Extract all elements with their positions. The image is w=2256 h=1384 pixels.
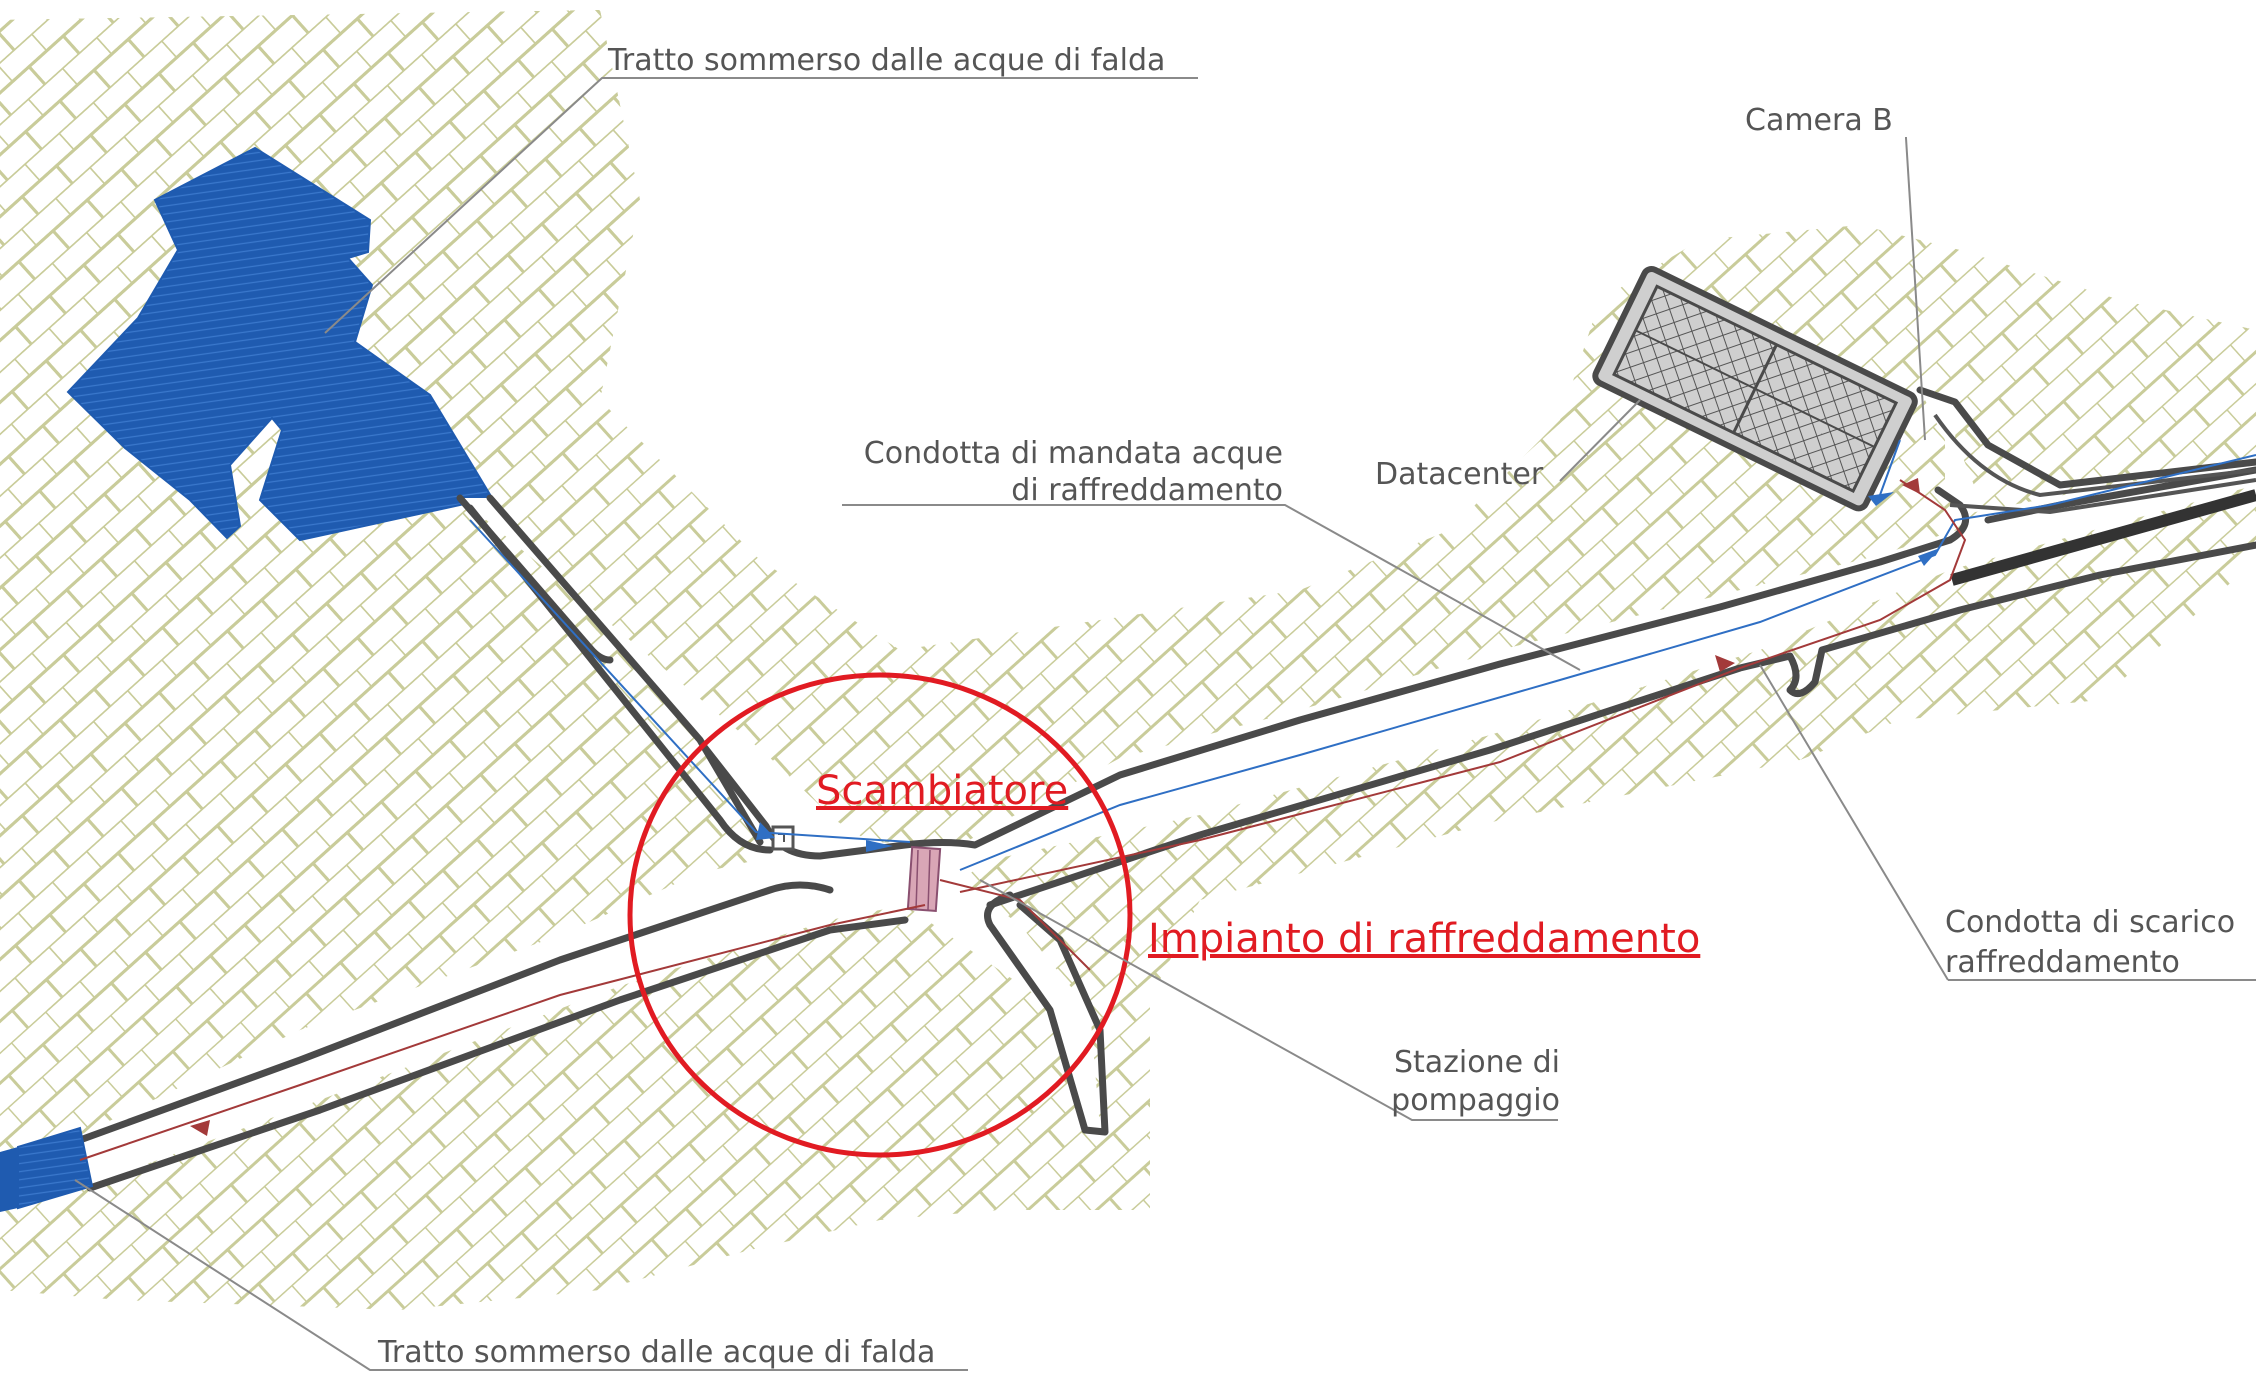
tunnel-walls (76, 386, 2256, 1192)
supply-arrow-2 (866, 840, 893, 852)
datacenter-building (1592, 266, 1918, 512)
flooded-area-top (66, 146, 494, 542)
supply-pipe (469, 439, 2256, 871)
supply-arrow-3 (1918, 548, 1940, 566)
return-arrow-1 (1715, 655, 1735, 672)
label-scambiatore: Scambiatore (816, 768, 1068, 814)
highlight-circle (627, 672, 1133, 1158)
label-supply-pipe-1: Condotta di mandata acque (864, 436, 1283, 471)
label-submerged-top: Tratto sommerso dalle acque di falda (607, 43, 1165, 78)
tunnel-network (80, 390, 2256, 1185)
discharge-pipe (79, 479, 1967, 1161)
leader-lines (74, 77, 2256, 1371)
label-pump-station-2: pompaggio (1391, 1083, 1560, 1118)
supply-arrow-4 (1868, 492, 1894, 506)
label-camera-b: Camera B (1745, 103, 1893, 138)
label-pump-station-1: Stazione di (1394, 1045, 1560, 1080)
label-discharge-pipe-2: raffreddamento (1945, 945, 2180, 980)
return-arrow-2 (190, 1120, 210, 1136)
label-supply-pipe-2: di raffreddamento (1011, 473, 1283, 508)
label-submerged-bottom: Tratto sommerso dalle acque di falda (377, 1335, 935, 1370)
datacenter-access-lines (1933, 413, 2256, 586)
heat-exchanger (771, 825, 795, 851)
label-datacenter: Datacenter (1375, 457, 1544, 492)
pumping-station (906, 846, 942, 912)
supply-arrow-1 (756, 822, 775, 840)
label-cooling-plant: Impianto di raffreddamento (1148, 916, 1700, 962)
flow-arrows (190, 478, 1940, 1136)
label-discharge-pipe-1: Condotta di scarico (1945, 905, 2235, 940)
return-arrow-3 (1902, 478, 1920, 494)
